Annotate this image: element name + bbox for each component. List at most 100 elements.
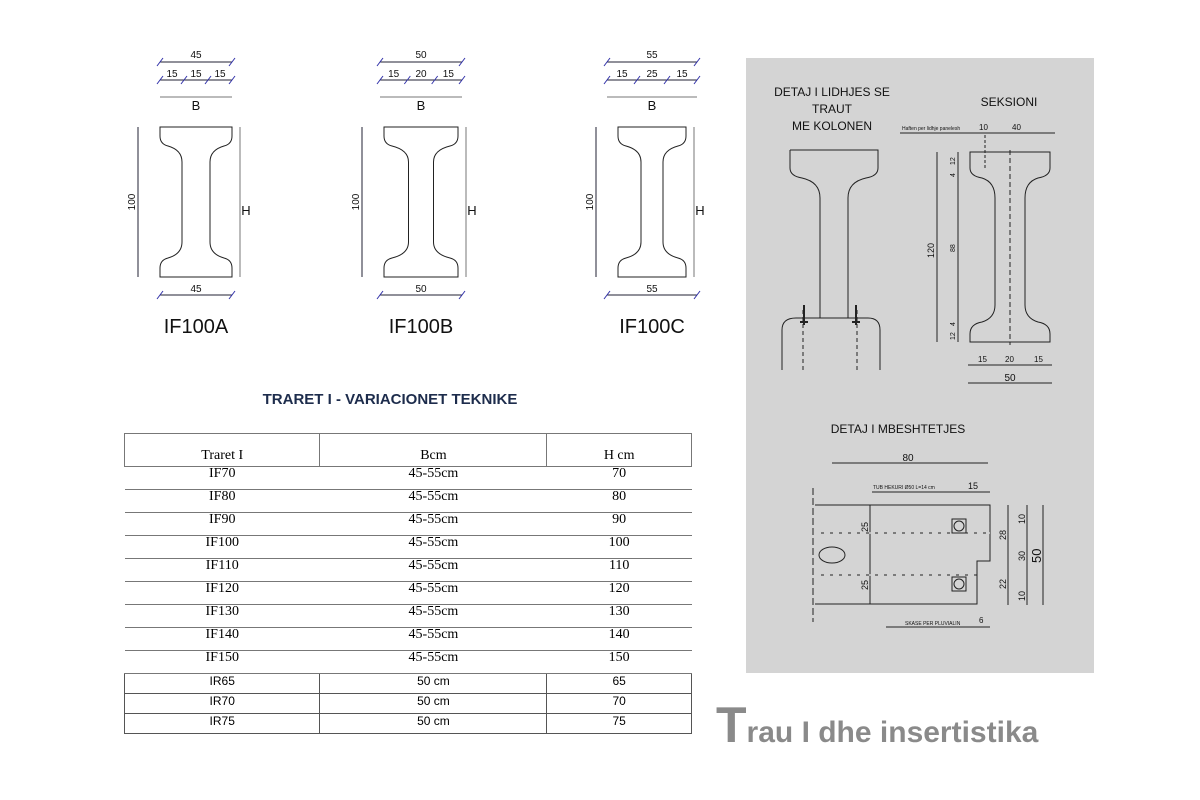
dimension-line [156, 75, 164, 85]
dimension-line [603, 57, 611, 67]
b-label: B [192, 98, 201, 113]
part-label: 15 [166, 69, 178, 80]
table-cell: IF100 [124, 535, 320, 559]
table-header: Traret I Bcm H cm [123, 433, 692, 467]
height-label: 100 [585, 193, 596, 210]
table-cell: 45-55cm [319, 650, 547, 674]
table-cell: IF130 [124, 604, 320, 628]
table-cell: 100 [546, 535, 692, 559]
table-cell: IF150 [124, 650, 320, 674]
i-beam-shape [159, 126, 233, 278]
dimension-line [228, 57, 236, 67]
table-cell: IF110 [124, 558, 320, 582]
table-cell: 80 [546, 489, 692, 513]
table-cell: 45-55cm [319, 627, 547, 651]
dim-4a: 4 [950, 173, 957, 177]
section-detail: SEKSIONI Haften per lidhje panelesh 10 4… [900, 95, 1055, 384]
page-brand-title: Trau I dhe insertistika [716, 700, 1038, 750]
bottom-width-label: 50 [415, 284, 427, 295]
table-cell: IF120 [124, 581, 320, 605]
connection-title-2: TRAUT [812, 102, 853, 116]
part-label: 15 [616, 69, 628, 80]
dimension-line [156, 290, 164, 300]
dim-40: 40 [1012, 123, 1021, 132]
dimension-line [603, 290, 611, 300]
table-cell: IR70 [123, 693, 321, 714]
dimension-line [431, 75, 439, 85]
dimension-line [156, 57, 164, 67]
table-cell: 45-55cm [319, 581, 547, 605]
connection-title-3: ME KOLONEN [792, 119, 872, 133]
section-title: SEKSIONI [981, 95, 1038, 109]
dimension-line [376, 75, 384, 85]
table-cell: 120 [546, 581, 692, 605]
dimension-line [376, 290, 384, 300]
tub-label: TUB HEKURI Ø50 L=14 cm [873, 485, 935, 491]
part-label: 25 [646, 69, 658, 80]
table-cell: 65 [546, 673, 692, 694]
brand-rest: rau I dhe insertistika [746, 716, 1039, 749]
skase-label: SKASE PER PLUVIALIN [905, 621, 961, 627]
beam-name: IF100B [389, 316, 453, 338]
top-width-label: 50 [415, 50, 427, 61]
dim-88: 88 [950, 244, 957, 252]
dim-22: 22 [998, 579, 1008, 589]
part-label: 15 [388, 69, 400, 80]
dim-120: 120 [926, 243, 936, 258]
table-cell: 45-55cm [319, 512, 547, 536]
dim-12b: 12 [950, 332, 957, 340]
dimension-line [403, 75, 411, 85]
dim-10: 10 [979, 123, 988, 132]
top-width-label: 45 [190, 50, 202, 61]
dim-b1: 15 [978, 355, 987, 364]
part-label: 15 [190, 69, 202, 80]
support-detail: DETAJ I MBESHTETJES 80 TUB HEKURI Ø50 L=… [812, 422, 1044, 628]
dimension-line [458, 290, 466, 300]
dim-b2: 20 [1005, 355, 1014, 364]
dim-25b: 25 [860, 580, 870, 590]
table-title: TRARET I - VARIACIONET TEKNIKE [262, 391, 518, 408]
dimension-line [458, 57, 466, 67]
table-cell: 45-55cm [319, 489, 547, 513]
dimension-line [603, 75, 611, 85]
table-cell: 110 [546, 558, 692, 582]
brand-initial: T [716, 697, 747, 753]
dim-25a: 25 [860, 522, 870, 532]
dim-12a: 12 [950, 157, 957, 165]
dim-15: 15 [968, 481, 978, 491]
part-label: 20 [415, 69, 427, 80]
dim-28: 28 [998, 530, 1008, 540]
dim-6: 6 [979, 616, 984, 625]
dim-30: 30 [1017, 551, 1027, 561]
table-cell: 90 [546, 512, 692, 536]
table-cell: IR75 [123, 713, 321, 734]
table-cell: 45-55cm [319, 558, 547, 582]
part-label: 15 [443, 69, 455, 80]
h-label: H [241, 203, 250, 218]
table-cell: 70 [546, 693, 692, 714]
h-label: H [695, 203, 704, 218]
part-label: 15 [214, 69, 226, 80]
dimension-line [228, 75, 236, 85]
section-note: Haften per lidhje panelesh [902, 126, 960, 132]
dim-b3: 15 [1034, 355, 1043, 364]
height-label: 100 [127, 193, 138, 210]
dim-80: 80 [902, 453, 914, 464]
table-cell: 150 [546, 650, 692, 674]
table-cell: 75 [546, 713, 692, 734]
dimension-line [693, 75, 701, 85]
dim-b: 50 [1004, 373, 1016, 384]
part-label: 15 [676, 69, 688, 80]
dimension-line [693, 57, 701, 67]
dim-4b: 4 [950, 322, 957, 326]
table-cell: 45-55cm [319, 535, 547, 559]
i-beam-shape [383, 126, 459, 278]
table-cell: 50 cm [319, 713, 548, 734]
